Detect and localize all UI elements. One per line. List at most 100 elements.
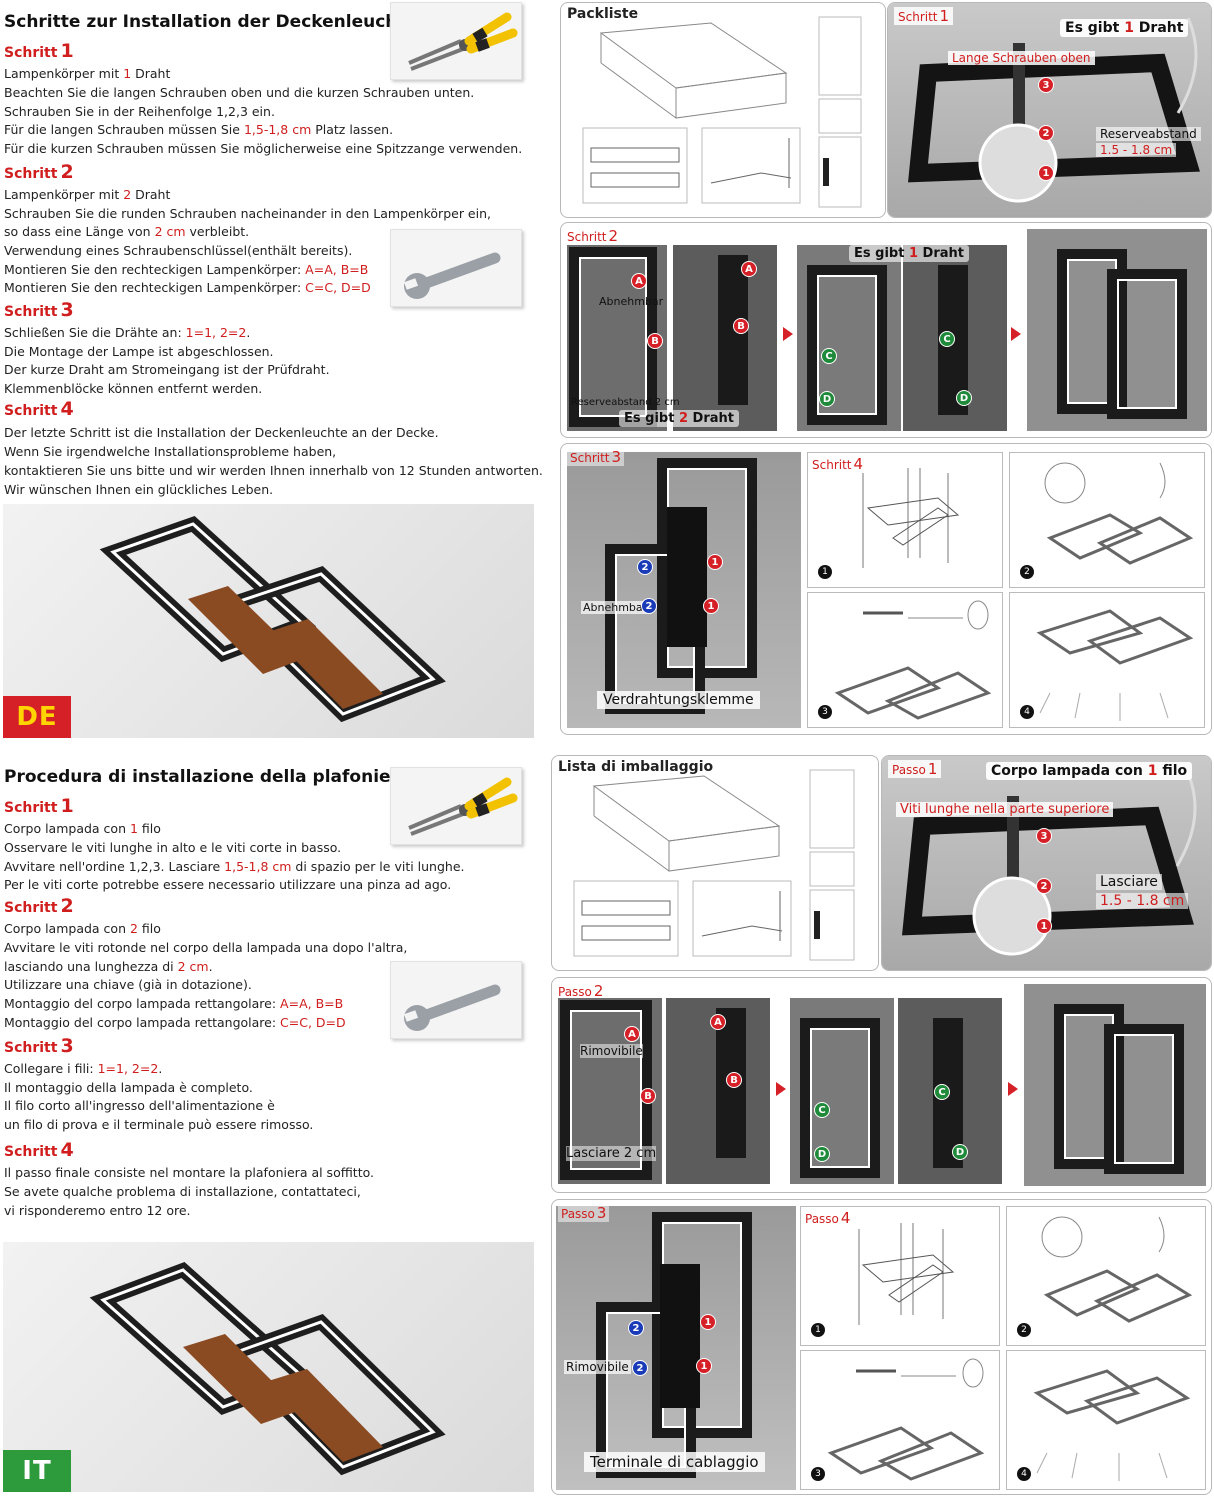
step-2-photo-b — [673, 245, 777, 431]
distance-label: 1.5 - 1.8 cm — [1096, 893, 1189, 909]
page-title: Schritte zur Installation der Deckenleuc… — [4, 12, 418, 32]
language-badge: DE — [3, 696, 71, 738]
arrow-icon — [1011, 327, 1021, 341]
text-line: Klemmenblöcke können entfernt werden. — [4, 381, 263, 396]
diagram-number: 2 — [1020, 565, 1034, 579]
marker-b: B — [640, 1088, 656, 1104]
marker-c: C — [934, 1084, 950, 1100]
diagram-number: 2 — [1017, 1323, 1031, 1337]
marker-1: 1 — [707, 554, 723, 570]
removable-label: Abnehmbar — [581, 601, 650, 614]
text-line: Schrauben Sie die runden Schrauben nache… — [4, 206, 491, 221]
marker-d: D — [952, 1144, 968, 1160]
text-line: Montaggio del corpo lampada rettangolare… — [4, 1015, 346, 1030]
packing-list-panel: Lista di imballaggio — [551, 755, 879, 971]
step-number: 1 — [60, 40, 74, 62]
text-line: Il filo corto all'ingresso dell'alimenta… — [4, 1098, 275, 1113]
marker-b: B — [733, 318, 749, 334]
leave-2cm-label: Lasciare 2 cm — [566, 1146, 657, 1161]
marker-3: 3 — [1036, 828, 1052, 844]
text-line: Osservare le viti lunghe in alto e le vi… — [4, 840, 342, 855]
arrow-icon — [776, 1082, 786, 1096]
step-2-photo-d — [903, 245, 1007, 431]
diagram-number: 3 — [811, 1467, 825, 1481]
text-line: vi risponderemo entro 12 ore. — [4, 1203, 191, 1218]
leave-label: Lasciare — [1096, 874, 1162, 890]
step-4-diagram-4: 4 — [1009, 592, 1205, 728]
marker-b: B — [726, 1072, 742, 1088]
step-4-diagram-4: 4 — [1006, 1350, 1206, 1490]
text-line: Collegare i fili: 1=1, 2=2. — [4, 1061, 163, 1076]
marker-1: 1 — [1038, 165, 1054, 181]
step-2-photo-c — [797, 245, 901, 431]
text-line: Der letzte Schritt ist die Installation … — [4, 425, 439, 440]
text-line: Avvitare nell'ordine 1,2,3. Lasciare 1,5… — [4, 859, 465, 874]
marker-1: 1 — [696, 1358, 712, 1374]
pliers-image — [390, 767, 522, 845]
diagram-number: 4 — [1017, 1467, 1031, 1481]
text-line: Wenn Sie irgendwelche Installationsprobl… — [4, 444, 337, 459]
page-title: Procedura di installazione della plafoni… — [4, 767, 411, 787]
marker-c: C — [821, 348, 837, 364]
marker-d: D — [819, 391, 835, 407]
step-1-photo — [882, 756, 1211, 970]
text-line: lasciando una lunghezza di 2 cm. — [4, 959, 213, 974]
text-line: Il passo finale consiste nel montare la … — [4, 1165, 375, 1180]
text-line: Montaggio del corpo lampada rettangolare… — [4, 996, 344, 1011]
text-line: Per le viti corte potrebbe essere necess… — [4, 877, 452, 892]
text-line: un filo di prova e il terminale può esse… — [4, 1117, 314, 1132]
marker-1: 1 — [703, 598, 719, 614]
language-badge: IT — [3, 1450, 71, 1492]
lamp-product-photo: IT — [3, 1242, 534, 1492]
text-line: kontaktieren Sie uns bitte und wir werde… — [4, 463, 543, 478]
text-line: Utilizzare una chiave (già in dotazione)… — [4, 977, 252, 992]
wire-count-bubble: Corpo lampada con 1 filo — [986, 762, 1193, 780]
marker-c: C — [814, 1102, 830, 1118]
diagram-number: 3 — [818, 705, 832, 719]
step-word: Schritt — [4, 45, 58, 61]
diagram-number: 1 — [818, 565, 832, 579]
text-line: Schließen Sie die Drähte an: 1=1, 2=2. — [4, 325, 251, 340]
text-line: Der kurze Draht am Stromeingang ist der … — [4, 362, 330, 377]
lamp-product-photo: DE — [3, 504, 534, 738]
text-line: Corpo lampada con 2 filo — [4, 921, 161, 936]
removable-label: Rimovibile — [564, 1360, 631, 1374]
step-4-diagram-3: 3 — [807, 592, 1003, 728]
text-line: Lampenkörper mit 2 Draht — [4, 187, 171, 202]
step-2-photo-e — [1024, 984, 1206, 1186]
removable-label: Rimovibile — [580, 1044, 643, 1058]
section-italian: Procedura di installazione della plafoni… — [0, 755, 1214, 1500]
marker-a: A — [741, 261, 757, 277]
step-3-photo — [567, 452, 801, 728]
wiring-terminal-caption: Verdrahtungsklemme — [597, 691, 760, 709]
wiring-terminal-caption: Terminale di cablaggio — [584, 1452, 765, 1472]
text-line: Für die kurzen Schrauben müssen Sie mögl… — [4, 141, 523, 156]
one-wire-label: Es gibt 1 Draht — [849, 245, 969, 262]
step-3-photo — [556, 1206, 796, 1490]
wire-count-bubble: Es gibt 1 Draht — [1060, 19, 1189, 37]
text-line: Die Montage der Lampe ist abgeschlossen. — [4, 344, 274, 359]
long-screws-label: Viti lunghe nella parte superiore — [896, 802, 1114, 817]
packing-list-label: Packliste — [567, 6, 639, 22]
marker-d: D — [814, 1146, 830, 1162]
step-2-photo-d — [898, 998, 1002, 1184]
reserve-distance-label: Reserveabstand 2 cm — [571, 397, 680, 408]
removable-label: Abnehmbar — [599, 295, 664, 308]
section-german: Schritte zur Installation der Deckenleuc… — [0, 0, 1214, 745]
text-line: Il montaggio della lampada è completo. — [4, 1080, 253, 1095]
long-screws-label: Lange Schrauben oben — [948, 51, 1095, 65]
